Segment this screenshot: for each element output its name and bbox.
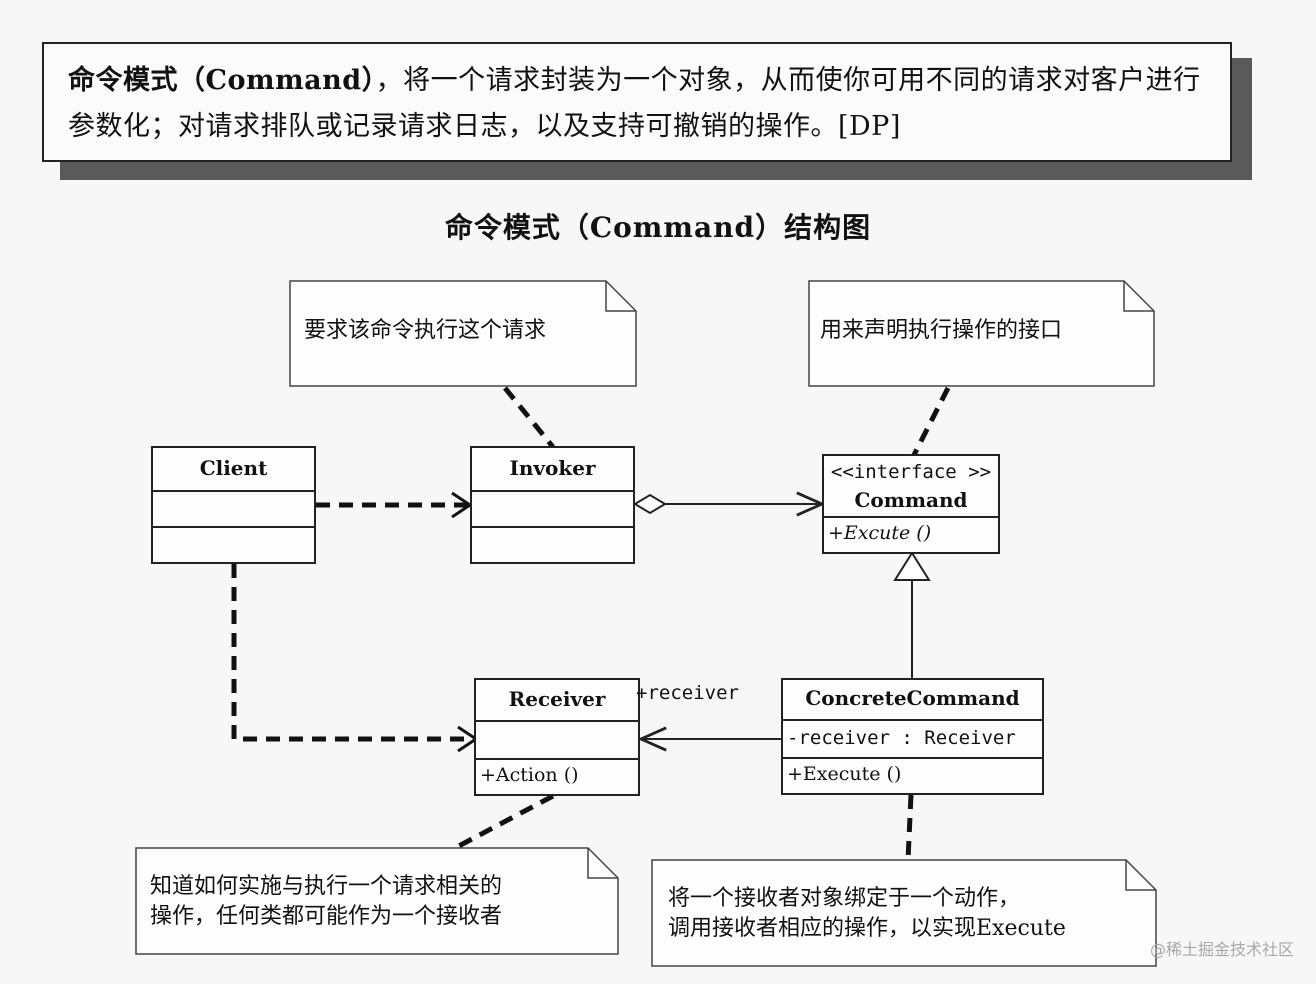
note-anchor-concrete xyxy=(905,794,914,861)
definition-lead: 命令模式（Command） xyxy=(68,65,376,96)
class-receiver: Receiver +Action () xyxy=(474,678,640,796)
concrete-command-realization xyxy=(893,551,931,680)
watermark: @稀土掘金技术社区 xyxy=(1149,940,1294,959)
note-invoker-text: 要求该命令执行这个请求 xyxy=(304,318,547,343)
note-command-text: 用来声明执行操作的接口 xyxy=(820,318,1063,343)
diagram-title: 命令模式（Command）结构图 xyxy=(444,211,872,244)
note-command xyxy=(808,280,1155,387)
note-receiver-line1: 知道如何实施与执行一个请求相关的 xyxy=(150,874,503,899)
association-role-label: +receiver xyxy=(636,682,739,704)
class-invoker-name: Invoker xyxy=(472,448,633,492)
class-concrete-command-name: ConcreteCommand xyxy=(783,680,1042,721)
class-client-attributes xyxy=(153,492,314,528)
class-concrete-command: ConcreteCommand -receiver : Receiver +Ex… xyxy=(781,678,1044,795)
class-receiver-attributes xyxy=(476,722,638,760)
class-concrete-command-attribute: -receiver : Receiver xyxy=(783,721,1042,759)
class-invoker-attributes xyxy=(472,492,633,528)
class-receiver-operation: +Action () xyxy=(480,764,579,786)
class-client: Client xyxy=(151,446,316,564)
note-receiver xyxy=(135,847,619,955)
note-anchor-receiver xyxy=(453,793,555,851)
note-concrete-line1: 将一个接收者对象绑定于一个动作， xyxy=(668,886,1021,911)
definition-text: ，将一个请求封装为一个对象，从而使你可用不同的请求对客户进行参数化；对请求排队或… xyxy=(68,65,1201,142)
class-client-name: Client xyxy=(153,448,314,492)
interface-command-name: Command xyxy=(854,488,968,512)
note-anchor-command xyxy=(911,386,951,457)
note-concrete-command xyxy=(651,859,1157,967)
class-invoker-operations xyxy=(472,528,633,562)
invoker-command-aggregation xyxy=(633,495,822,513)
definition-box: 命令模式（Command），将一个请求封装为一个对象，从而使你可用不同的请求对客… xyxy=(42,42,1232,162)
note-receiver-line2: 操作，任何类都可能作为一个接收者 xyxy=(150,904,503,929)
interface-command: <<interface >> Command +Excute () xyxy=(822,454,1000,554)
note-invoker xyxy=(289,280,637,387)
class-concrete-command-operation: +Execute () xyxy=(787,763,902,785)
interface-command-operation: +Excute () xyxy=(828,522,932,544)
class-client-operations xyxy=(153,528,314,562)
class-receiver-name: Receiver xyxy=(476,680,638,722)
class-invoker: Invoker xyxy=(470,446,635,564)
note-anchor-invoker xyxy=(503,386,555,449)
client-receiver-dependency xyxy=(231,564,474,742)
note-concrete-line2: 调用接收者相应的操作，以实现Execute xyxy=(668,916,1066,941)
interface-command-stereotype: <<interface >> xyxy=(830,461,992,483)
